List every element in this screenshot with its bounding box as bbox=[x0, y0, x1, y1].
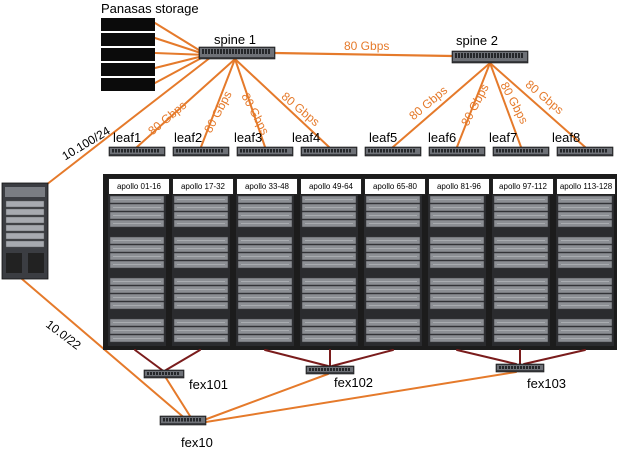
fex-link-rack6 bbox=[456, 349, 517, 365]
rack-label-2: apollo 17-32 bbox=[172, 178, 234, 195]
rack-5 bbox=[364, 178, 422, 346]
leaf-switch-1 bbox=[108, 146, 166, 157]
uplink-leaf4 bbox=[234, 58, 330, 148]
rack-3 bbox=[236, 178, 294, 346]
rack-6 bbox=[428, 178, 486, 346]
rack-1 bbox=[108, 178, 166, 346]
leaf-switch-6 bbox=[428, 146, 486, 157]
leaf-label-1: leaf1 bbox=[113, 130, 142, 145]
storage-link-4 bbox=[154, 54, 208, 69]
rack-label-5: apollo 65-80 bbox=[364, 178, 426, 195]
fex103-switch bbox=[495, 363, 545, 373]
storage-link-1 bbox=[154, 22, 208, 56]
rack-label-3: apollo 33-48 bbox=[236, 178, 298, 195]
fex101-switch bbox=[143, 369, 185, 379]
leaf-label-4: leaf4 bbox=[292, 130, 321, 145]
fex-link-rack5 bbox=[331, 349, 394, 367]
storage-link-2 bbox=[154, 37, 208, 56]
uplink-leaf1 bbox=[136, 58, 236, 148]
fex-label-103: fex103 bbox=[527, 376, 567, 391]
fex-label-101: fex101 bbox=[189, 377, 229, 392]
rack-label-1: apollo 01-16 bbox=[108, 178, 170, 195]
chassis-switch-icon bbox=[1, 182, 49, 280]
rack-label-4: apollo 49-64 bbox=[300, 178, 362, 195]
leaf-label-6: leaf6 bbox=[428, 130, 457, 145]
spine-link-label: 80 Gbps bbox=[344, 39, 390, 53]
uplink-leaf6 bbox=[456, 62, 491, 148]
uplink-leaf8 bbox=[489, 62, 586, 148]
leaf-switch-5 bbox=[364, 146, 422, 157]
fex-link-rack2 bbox=[165, 349, 201, 371]
spine-label-2: spine 2 bbox=[456, 33, 498, 48]
fex-link-rack8 bbox=[523, 349, 586, 365]
server-racks bbox=[103, 174, 617, 350]
fex-label-102: fex102 bbox=[334, 375, 374, 390]
rack-label-8: apollo 113-128 bbox=[556, 178, 616, 195]
storage-link-3 bbox=[154, 52, 208, 56]
rack-7 bbox=[492, 178, 550, 346]
rack-4 bbox=[300, 178, 358, 346]
uplink-leaf2 bbox=[200, 58, 236, 148]
spine-label-1: spine 1 bbox=[214, 32, 256, 47]
leaf-switch-4 bbox=[300, 146, 358, 157]
rack-label-6: apollo 81-96 bbox=[428, 178, 490, 195]
fex103-uplink bbox=[205, 371, 517, 423]
rack-8 bbox=[556, 178, 614, 346]
uplink-leaf7 bbox=[489, 62, 522, 148]
spine-switch-2 bbox=[451, 50, 529, 64]
leaf-switch-3 bbox=[236, 146, 294, 157]
storage-link-5 bbox=[154, 54, 208, 84]
core-spine-link bbox=[45, 56, 212, 186]
rack-label-7: apollo 97-112 bbox=[492, 178, 554, 195]
leaf-switch-8 bbox=[556, 146, 614, 157]
fex-link-rack1 bbox=[134, 349, 163, 371]
storage-array-icon bbox=[101, 18, 155, 91]
fex10-switch bbox=[159, 415, 207, 426]
uplink-leaf3 bbox=[234, 58, 266, 148]
leaf-switch-2 bbox=[172, 146, 230, 157]
storage-title: Panasas storage bbox=[101, 1, 199, 16]
fex102-switch bbox=[305, 365, 355, 375]
uplink-leaf5 bbox=[392, 62, 491, 148]
leaf-label-3: leaf3 bbox=[234, 130, 263, 145]
rack-2 bbox=[172, 178, 230, 346]
spine-switch-1 bbox=[198, 46, 276, 60]
fex-link-rack3 bbox=[264, 349, 329, 367]
leaf-label-2: leaf2 bbox=[174, 130, 203, 145]
leaf-label-5: leaf5 bbox=[369, 130, 398, 145]
leaf-label-7: leaf7 bbox=[489, 130, 518, 145]
fex102-uplink bbox=[203, 373, 329, 421]
fex101-uplink bbox=[165, 377, 191, 417]
leaf-switch-7 bbox=[492, 146, 550, 157]
fex-label-10: fex10 bbox=[181, 435, 213, 450]
leaf-label-8: leaf8 bbox=[552, 130, 581, 145]
spine-interlink bbox=[273, 51, 454, 58]
